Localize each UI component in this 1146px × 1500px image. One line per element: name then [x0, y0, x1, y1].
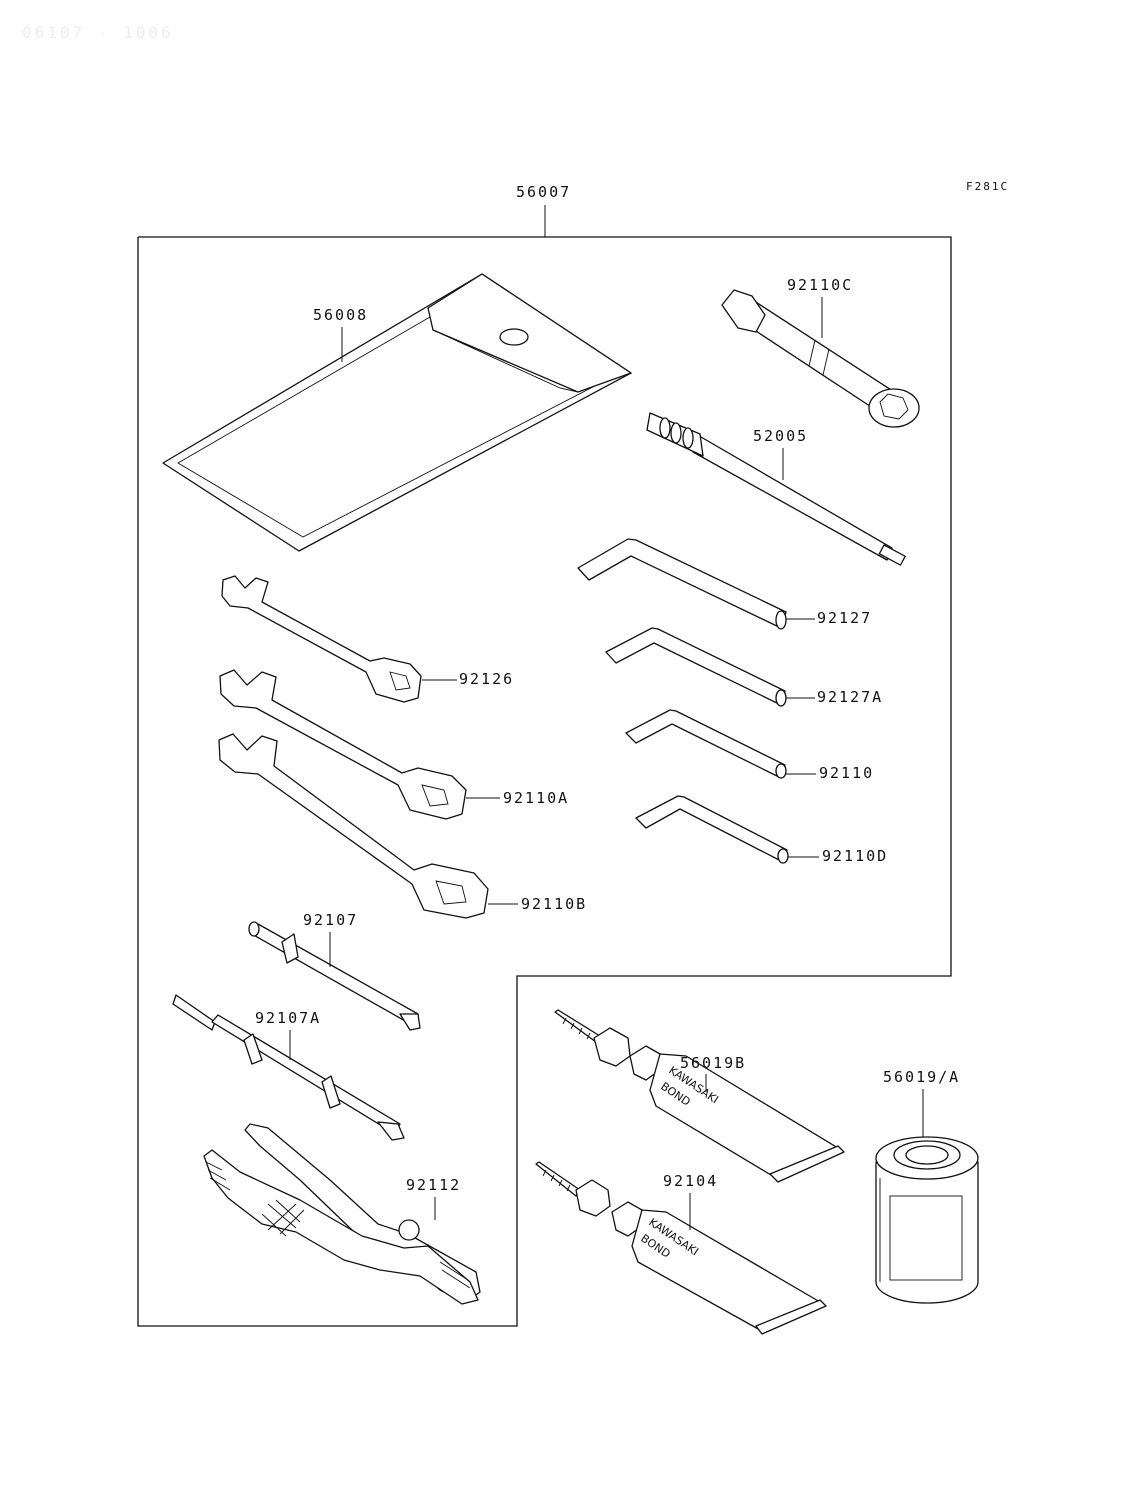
faint-header-code: 06107 - 1006 — [22, 23, 174, 42]
kit-outline — [137, 236, 952, 1327]
label-92110[interactable]: 92110 — [819, 764, 874, 782]
label-56019A[interactable]: 56019/A — [883, 1068, 960, 1086]
label-92104[interactable]: 92104 — [663, 1172, 718, 1190]
label-92107[interactable]: 92107 — [303, 911, 358, 929]
bond-can-56019A[interactable] — [875, 1136, 979, 1304]
label-52005[interactable]: 52005 — [753, 427, 808, 445]
wrench-92126[interactable] — [221, 575, 422, 703]
label-92126[interactable]: 92126 — [459, 670, 514, 688]
hex-key-92127[interactable] — [577, 538, 787, 630]
wrench-92110A[interactable] — [219, 669, 467, 820]
hex-key-92127A[interactable] — [605, 627, 787, 707]
wrench-92110B[interactable] — [218, 733, 489, 919]
pliers-92112[interactable] — [203, 1123, 481, 1305]
box-wrench-92110C[interactable] — [721, 289, 920, 428]
hex-key-92110[interactable] — [625, 709, 787, 779]
label-56019B[interactable]: 56019B — [680, 1054, 746, 1072]
screwdriver-bit-92107A[interactable] — [172, 994, 405, 1141]
bond-tube-56019B[interactable]: KAWASAKI BOND — [554, 1009, 845, 1183]
hex-key-92110D[interactable] — [635, 795, 789, 864]
label-92127[interactable]: 92127 — [817, 609, 872, 627]
label-56008[interactable]: 56008 — [313, 306, 368, 324]
label-92112[interactable]: 92112 — [406, 1176, 461, 1194]
bond-tube-92104[interactable]: KAWASAKI BOND — [535, 1161, 827, 1335]
label-56007[interactable]: 56007 — [516, 183, 571, 201]
figure-code: F281C — [966, 180, 1009, 193]
label-92110D[interactable]: 92110D — [822, 847, 888, 865]
label-92110B[interactable]: 92110B — [521, 895, 587, 913]
label-92107A[interactable]: 92107A — [255, 1009, 321, 1027]
screwdriver-handle-52005[interactable] — [646, 412, 906, 566]
screwdriver-bit-92107[interactable] — [248, 921, 421, 1031]
tool-pouch-56008[interactable] — [162, 273, 632, 552]
label-92110C[interactable]: 92110C — [787, 276, 853, 294]
label-92110A[interactable]: 92110A — [503, 789, 569, 807]
label-92127A[interactable]: 92127A — [817, 688, 883, 706]
